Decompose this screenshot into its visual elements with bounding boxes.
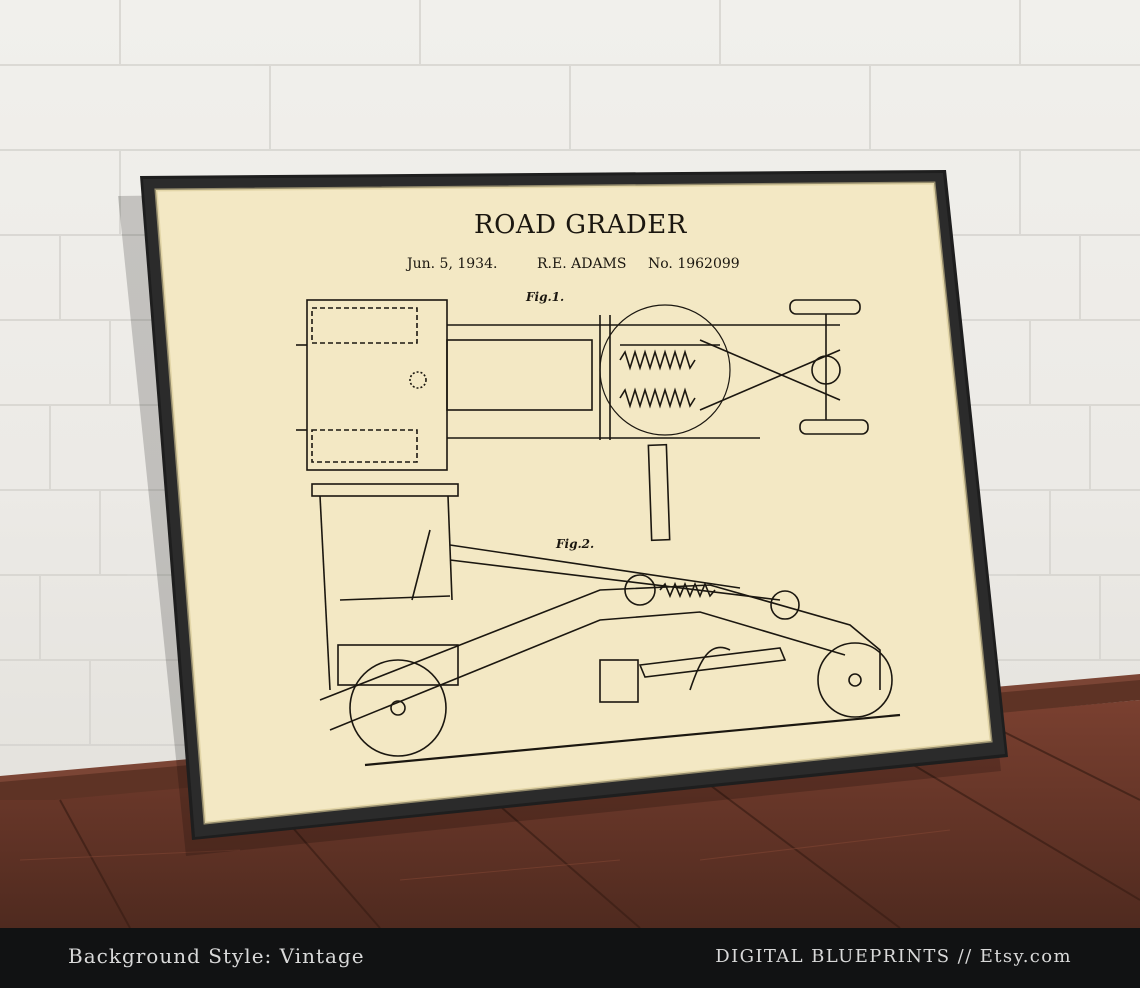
fig2-label: Fig.2. (556, 537, 595, 551)
background-style-caption: Background Style: Vintage (68, 944, 365, 968)
framed-poster (118, 170, 1008, 856)
caption-bar (0, 928, 1140, 988)
fig2-drawing (311, 483, 901, 767)
shop-caption: DIGITAL BLUEPRINTS // Etsy.com (715, 946, 1072, 967)
poster-title: ROAD GRADER (474, 210, 687, 240)
poster-inventor: R.E. ADAMS (537, 256, 627, 272)
fig1-label: Fig.1. (526, 290, 565, 304)
fig1-drawing (296, 299, 869, 542)
poster-date: Jun. 5, 1934. (407, 256, 498, 272)
product-photo: ROAD GRADER Jun. 5, 1934. R.E. ADAMS No.… (0, 0, 1140, 928)
poster-patent-number: No. 1962099 (648, 256, 740, 272)
